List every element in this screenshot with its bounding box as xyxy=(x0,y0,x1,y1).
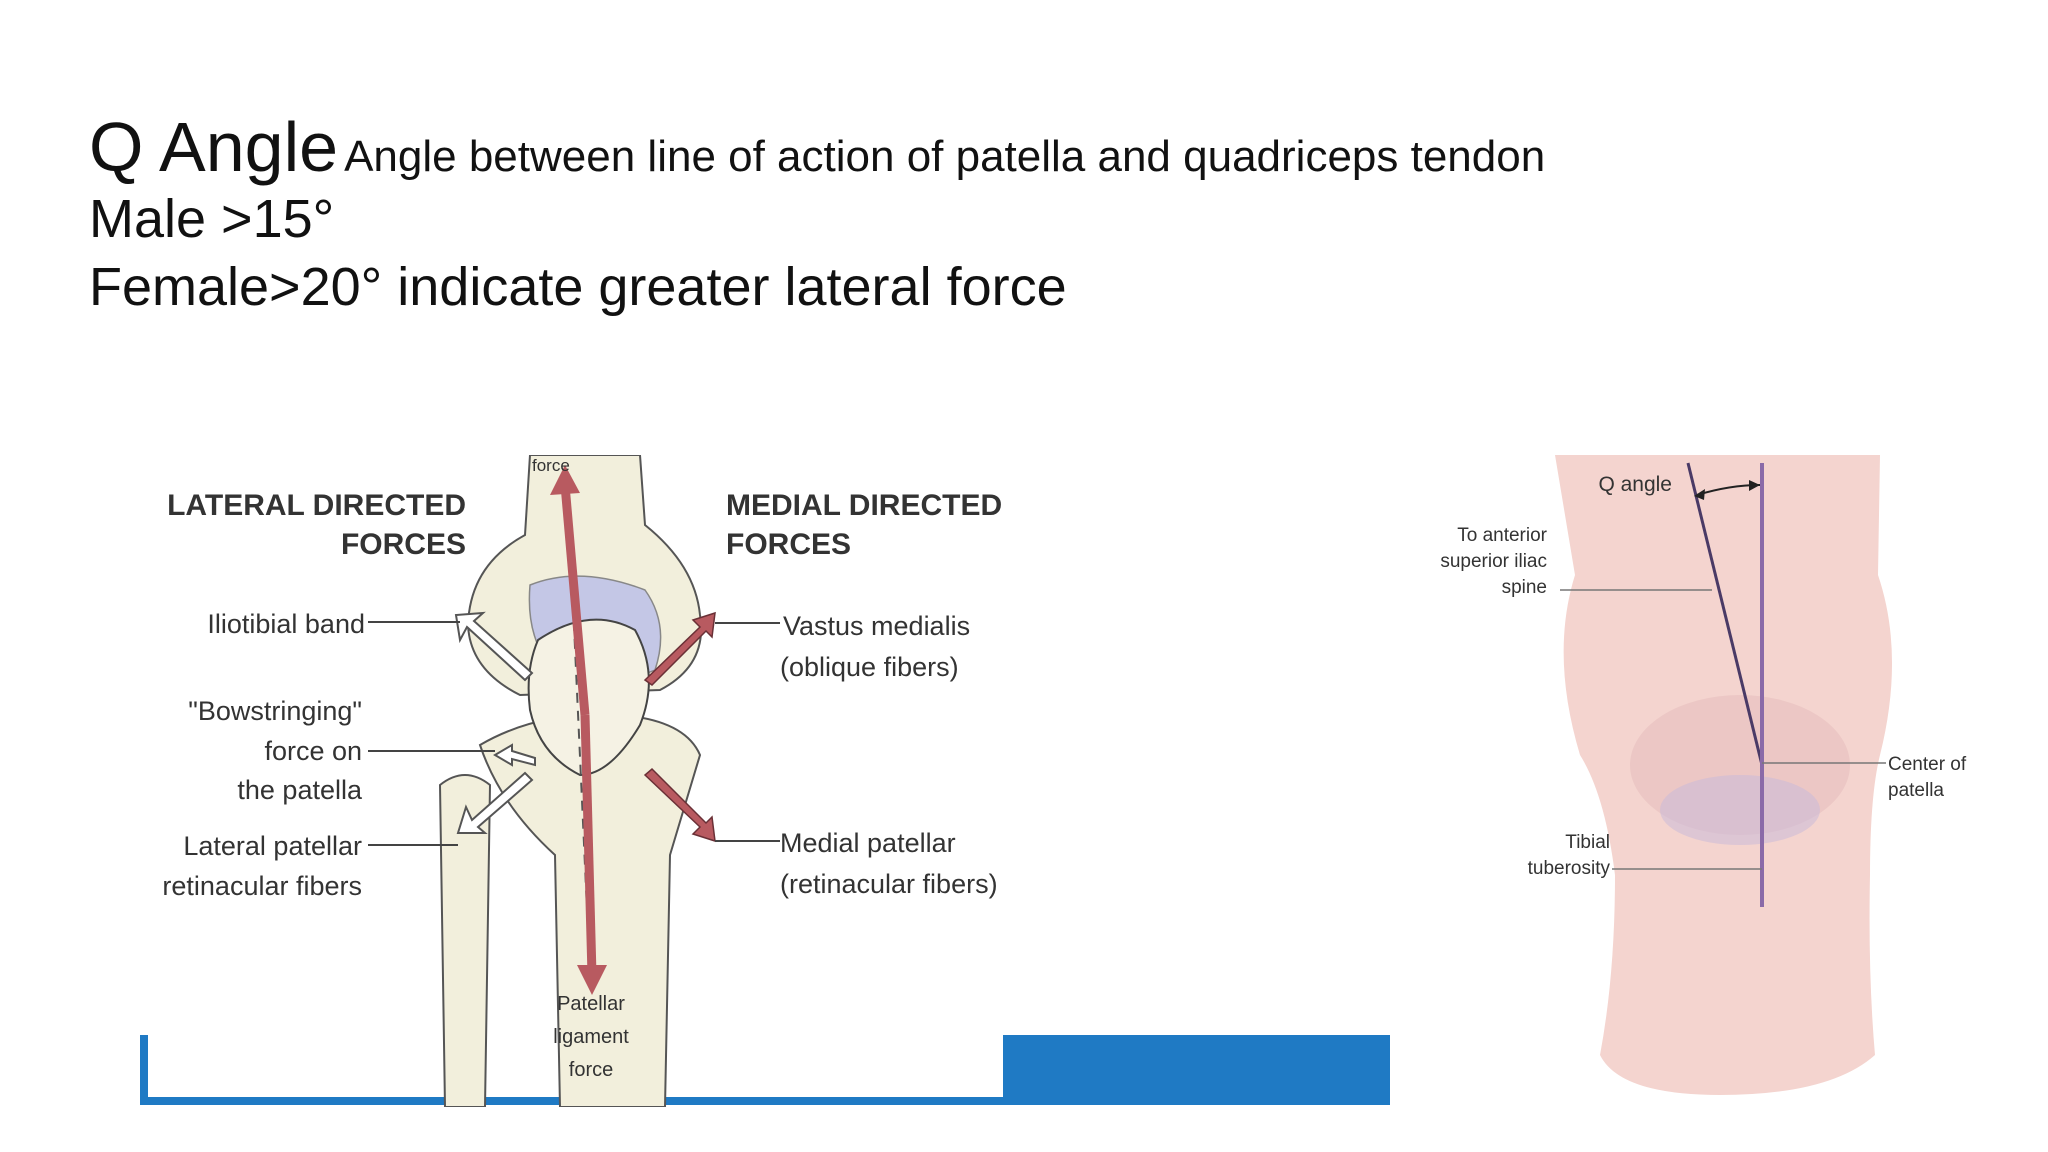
vastus-label-2: (oblique fibers) xyxy=(780,652,959,682)
tibial-label-1: Tibial xyxy=(1565,832,1610,853)
male-threshold: Male >15° xyxy=(89,189,335,249)
ligament-label-2: ligament xyxy=(553,1026,629,1048)
lateral-retinacular-arrow xyxy=(456,771,534,834)
bowstring-label-2: force on xyxy=(264,736,362,766)
asis-label-3: spine xyxy=(1502,577,1547,598)
force-top-label: force xyxy=(532,456,570,475)
lateral-heading-2: FORCES xyxy=(341,528,466,561)
asis-label-2: superior iliac xyxy=(1440,551,1547,572)
patellar-ligament-arrow xyxy=(580,714,597,976)
female-threshold: Female>20° indicate greater lateral forc… xyxy=(89,257,1067,317)
medial-retinacular-label-1: Medial patellar xyxy=(780,828,956,858)
medial-heading-2: FORCES xyxy=(726,528,851,561)
bowstring-label-3: the patella xyxy=(237,775,363,805)
medial-retinacular-label-2: (retinacular fibers) xyxy=(780,869,998,899)
quadriceps-force-arrow xyxy=(560,484,590,716)
patellar-forces-diagram: force LATERAL DIRECTED FORCES MEDIAL DIR… xyxy=(140,455,1390,1107)
q-angle-definition: Angle between line of action of patella … xyxy=(344,132,1546,181)
vastus-medialis-arrow xyxy=(643,611,716,686)
lateral-heading-1: LATERAL DIRECTED xyxy=(167,489,466,522)
medial-heading-1: MEDIAL DIRECTED xyxy=(726,489,1002,522)
q-angle-diagram: Q angle To anterior superior iliac spine… xyxy=(1440,455,1967,1095)
bowstring-arrow xyxy=(493,743,536,767)
ligament-arrowhead xyxy=(577,965,607,995)
arc-arrow-left xyxy=(1694,489,1705,500)
slide-title: Q Angle xyxy=(89,108,339,186)
asis-line xyxy=(1686,462,1764,766)
asis-label-1: To anterior xyxy=(1457,525,1547,546)
fibula-bone xyxy=(438,774,492,1107)
lateral-retinacular-label-2: retinacular fibers xyxy=(162,871,362,901)
iliotibial-arrow xyxy=(454,611,534,682)
q-angle-label: Q angle xyxy=(1598,473,1672,496)
patella-shading xyxy=(1660,775,1820,845)
quadriceps-arrowhead xyxy=(550,465,580,495)
arc-arrow-right xyxy=(1749,480,1760,491)
ligament-label-1: Patellar xyxy=(557,993,625,1015)
center-label-1: Center of xyxy=(1888,754,1967,775)
iliotibial-label: Iliotibial band xyxy=(207,609,365,639)
tibial-label-2: tuberosity xyxy=(1528,858,1611,879)
q-angle-knee-figure: Q angle To anterior superior iliac spine… xyxy=(1400,455,2000,1107)
medial-retinacular-arrow xyxy=(643,767,716,843)
bowstring-label-1: "Bowstringing" xyxy=(188,696,362,726)
ligament-label-3: force xyxy=(569,1059,613,1081)
lateral-retinacular-label-1: Lateral patellar xyxy=(183,831,362,861)
patella-bone xyxy=(527,618,650,777)
vastus-label-1: Vastus medialis xyxy=(783,611,970,641)
center-label-2: patella xyxy=(1888,780,1944,801)
patellar-forces-figure: force LATERAL DIRECTED FORCES MEDIAL DIR… xyxy=(140,455,1390,1107)
